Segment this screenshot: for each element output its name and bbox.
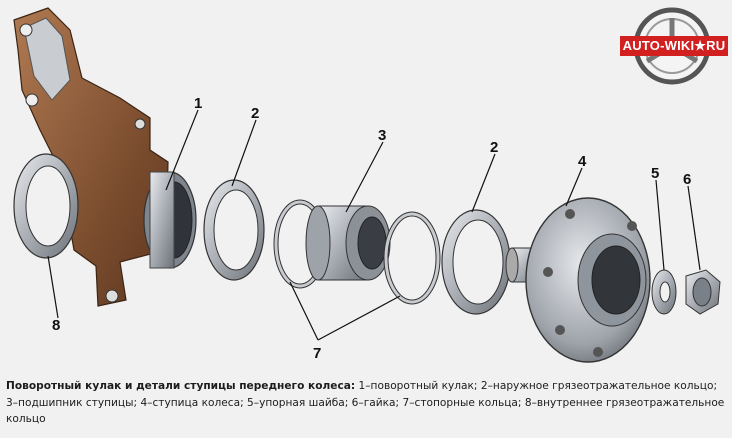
- label-5: 5: [651, 165, 659, 182]
- hub-nut: [685, 269, 721, 315]
- steering-knuckle: [13, 7, 197, 307]
- label-7: 7: [313, 345, 321, 362]
- label-3: 3: [378, 127, 386, 144]
- outer-dirt-ring-right: [441, 209, 511, 315]
- outer-dirt-ring-left: [203, 179, 265, 281]
- hub-bearing: [305, 205, 391, 281]
- label-2b: 2: [490, 139, 498, 156]
- hub-assembly-illustration: 1 2 3 2 4 5 6 7 8: [13, 7, 721, 363]
- site-logo[interactable]: AUTO-WIKI★RU: [620, 36, 728, 56]
- thrust-washer: [651, 269, 677, 315]
- label-1: 1: [194, 95, 202, 112]
- figure-caption: Поворотный кулак и детали ступицы передн…: [6, 378, 726, 428]
- wheel-hub: [505, 197, 651, 363]
- caption-title: Поворотный кулак и детали ступицы передн…: [6, 380, 356, 392]
- inner-dirt-ring: [13, 153, 79, 259]
- label-8: 8: [52, 317, 60, 334]
- label-2a: 2: [251, 105, 259, 122]
- label-6: 6: [683, 171, 691, 188]
- label-4: 4: [578, 153, 587, 170]
- caption-body: 1–поворотный кулак; 2–наружное грязеотра…: [6, 380, 725, 425]
